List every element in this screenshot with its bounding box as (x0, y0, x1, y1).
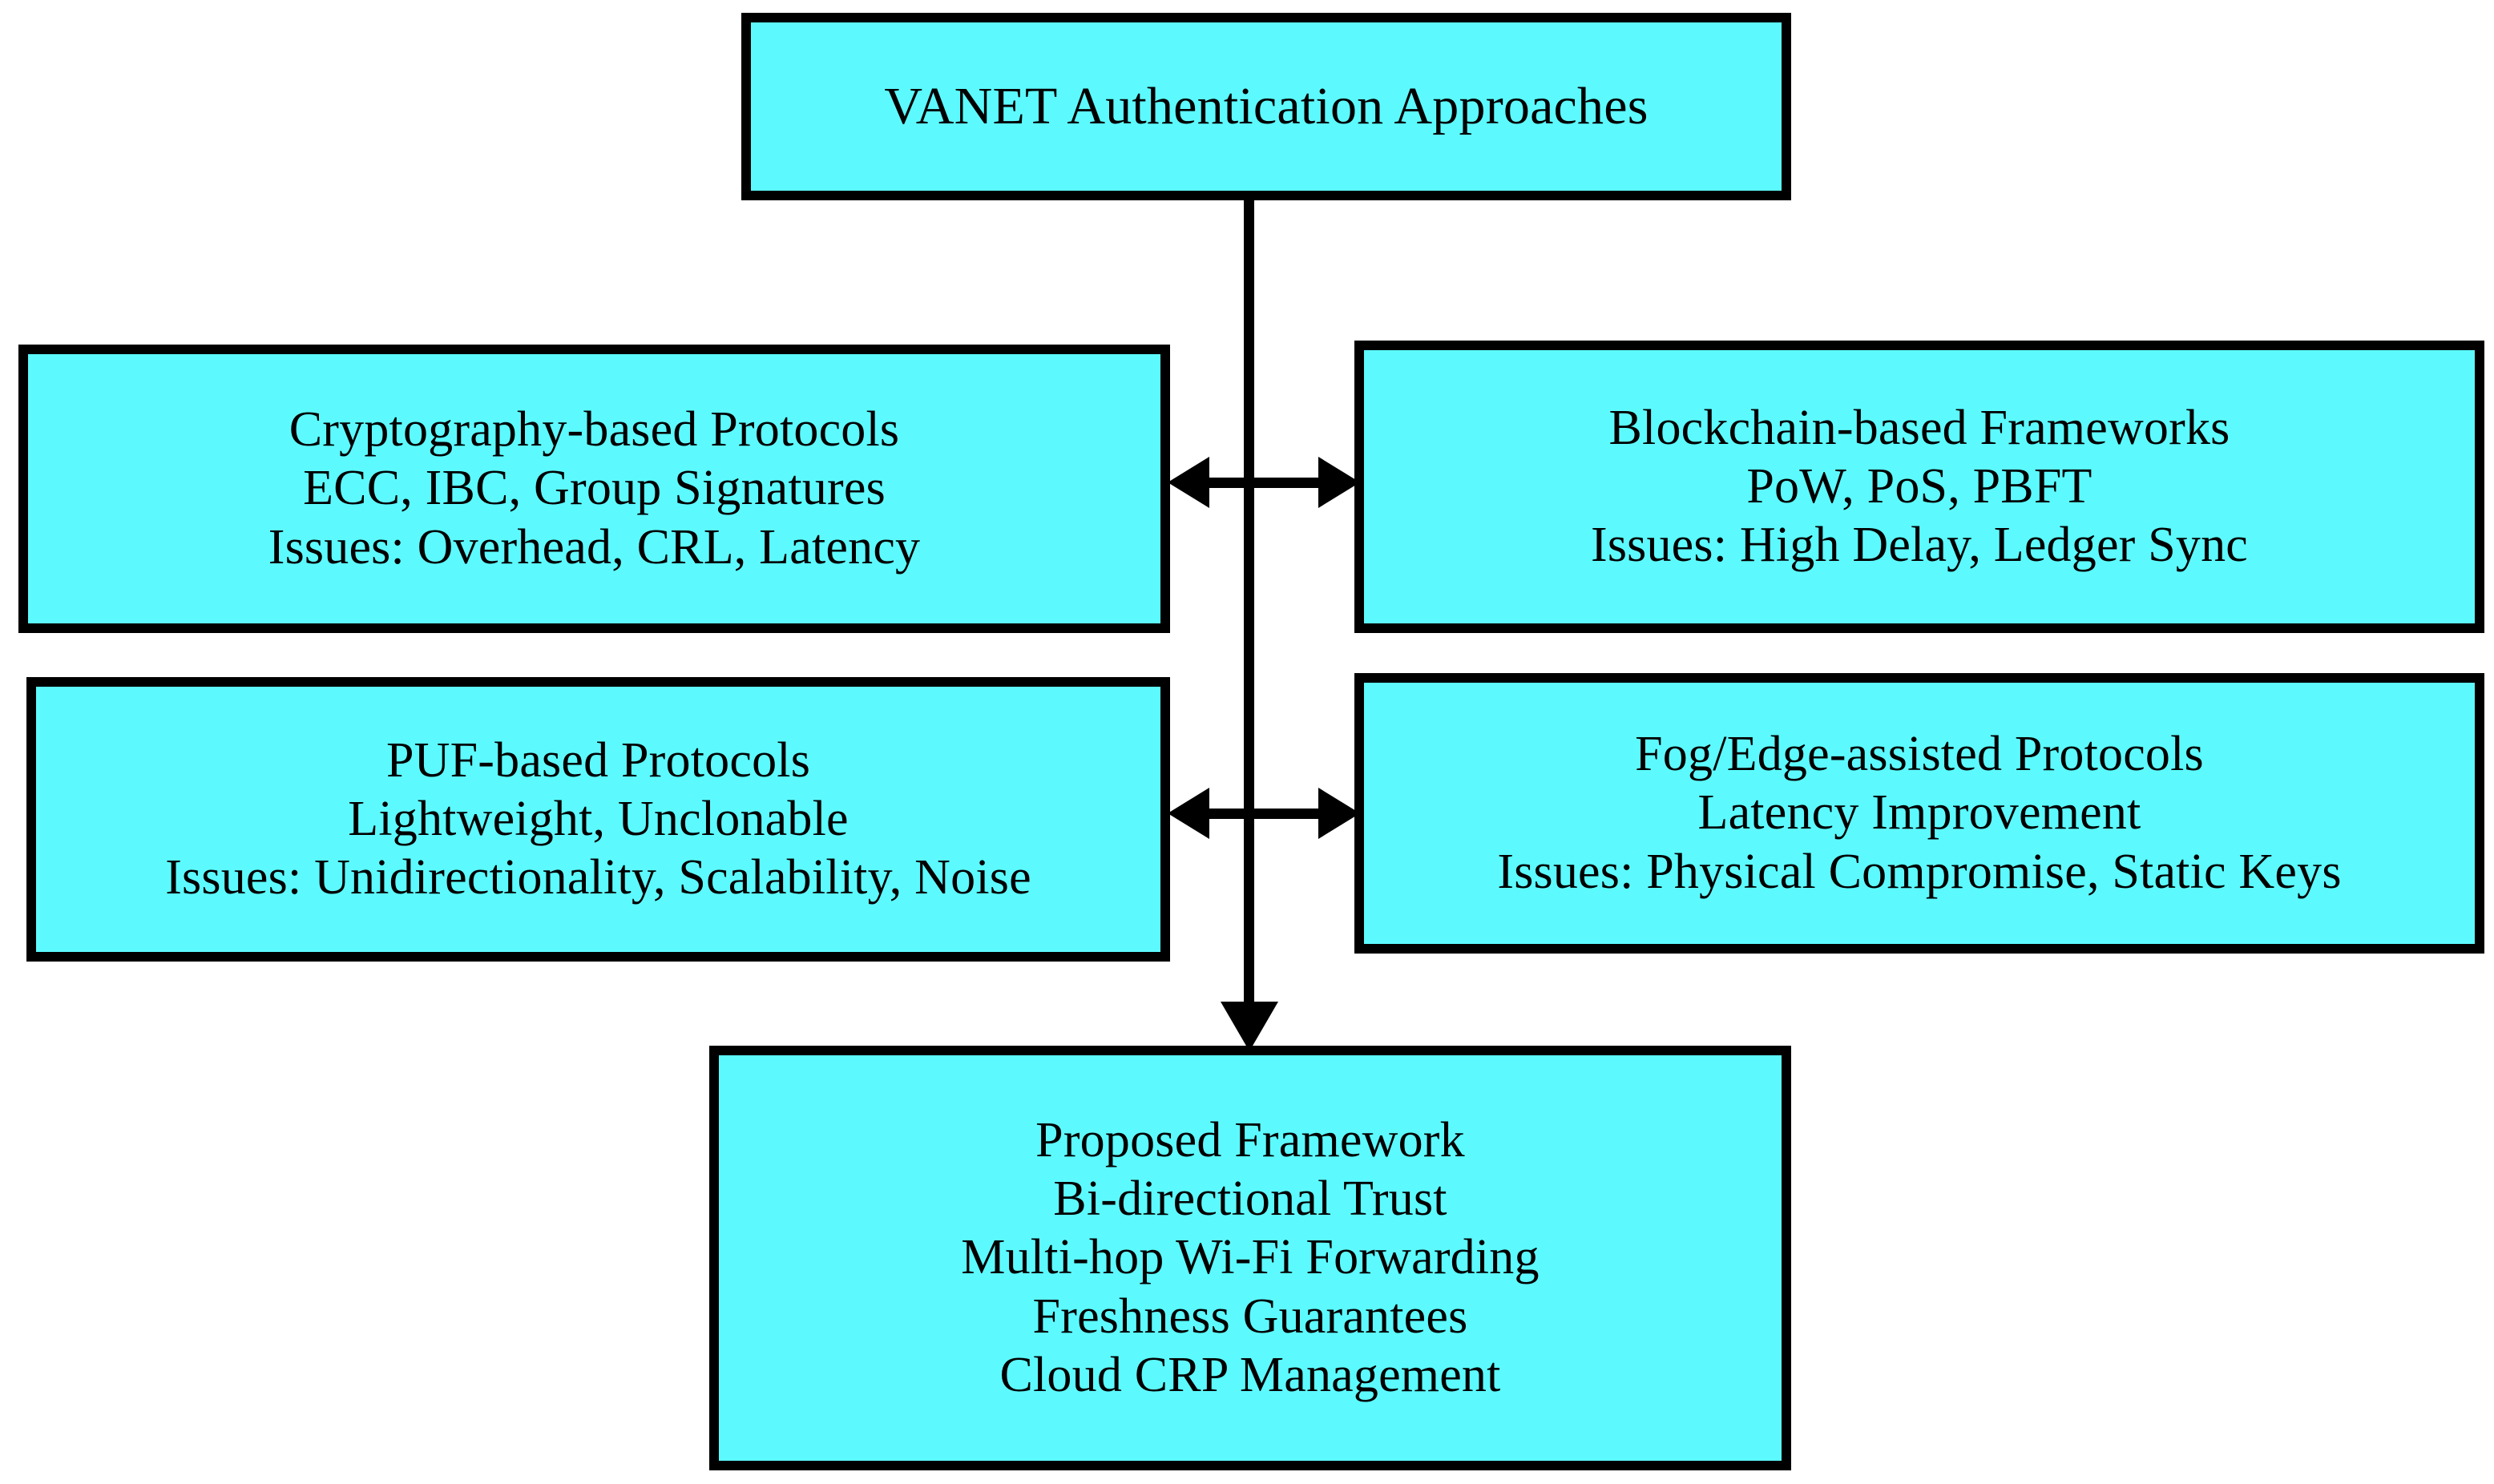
bidirectional-arrow-cryptography-blockchain (1168, 450, 1360, 514)
node-puf-line-1: PUF-based Protocols (385, 732, 811, 788)
node-prop-line-1: Proposed Framework (1035, 1113, 1465, 1168)
node-vanet-authentication-approaches[interactable]: VANET Authentication Approaches (741, 13, 1791, 200)
node-fog-edge-assisted-protocols[interactable]: Fog/Edge-assisted Protocols Latency Impr… (1354, 673, 2484, 954)
arrow-down-icon (1221, 1002, 1278, 1051)
node-prop-line-5: Cloud CRP Management (999, 1347, 1501, 1402)
node-fog-line-3: Issues: Physical Compromise, Static Keys (1497, 844, 2342, 899)
bidirectional-arrow-puf-fog-edge (1168, 781, 1360, 845)
arrow-shaft (1200, 478, 1328, 488)
arrow-right-icon (1318, 788, 1360, 839)
connector-root-to-proposed-line (1244, 199, 1254, 1004)
node-crypto-line-3: Issues: Overhead, CRL, Latency (268, 519, 921, 575)
node-root-line-1: VANET Authentication Approaches (884, 77, 1649, 136)
node-puf-line-2: Lightweight, Unclonable (348, 791, 849, 846)
node-chain-line-2: PoW, PoS, PBFT (1746, 458, 2092, 514)
node-chain-line-1: Blockchain-based Frameworks (1608, 400, 2230, 455)
node-puf-based-protocols[interactable]: PUF-based Protocols Lightweight, Unclona… (26, 677, 1170, 962)
node-prop-line-3: Multi-hop Wi-Fi Forwarding (961, 1230, 1540, 1285)
node-fog-line-1: Fog/Edge-assisted Protocols (1635, 727, 2204, 782)
node-crypto-line-1: Cryptography-based Protocols (289, 402, 900, 458)
node-prop-line-4: Freshness Guarantees (1032, 1288, 1468, 1344)
node-fog-line-2: Latency Improvement (1697, 785, 2141, 841)
node-blockchain-based-frameworks[interactable]: Blockchain-based Frameworks PoW, PoS, PB… (1354, 341, 2484, 633)
arrow-shaft (1200, 809, 1328, 819)
node-crypto-line-2: ECC, IBC, Group Signatures (303, 461, 886, 516)
arrow-right-icon (1318, 457, 1360, 508)
node-proposed-framework[interactable]: Proposed Framework Bi-directional Trust … (709, 1046, 1791, 1470)
node-prop-line-2: Bi-directional Trust (1053, 1171, 1447, 1227)
node-puf-line-3: Issues: Unidirectionality, Scalability, … (165, 850, 1031, 905)
node-chain-line-3: Issues: High Delay, Ledger Sync (1590, 518, 2249, 573)
node-cryptography-based-protocols[interactable]: Cryptography-based Protocols ECC, IBC, G… (18, 345, 1170, 633)
